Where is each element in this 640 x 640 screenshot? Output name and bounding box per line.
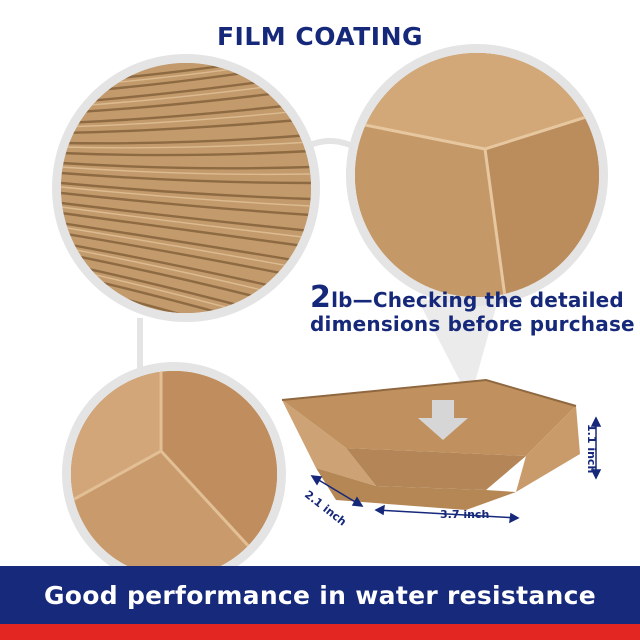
caption-line-2: dimensions before purchase [310,312,635,336]
stacked-trays-closeup [52,54,320,322]
corner-fold-image [355,53,599,297]
accent-stripe [0,624,640,640]
footer-banner: Good performance in water resistance [0,566,640,624]
size-caption: 2lb—Checking the detailed dimensions bef… [310,283,635,337]
corner-closeup [346,44,608,306]
caption-line-1-rest: lb—Checking the detailed [331,288,624,312]
inner-corner-closeup [62,362,286,586]
banner-text: Good performance in water resistance [43,580,596,610]
length-label: 3.7 inch [440,508,490,521]
caption-line-1: 2lb—Checking the detailed [310,283,635,313]
page-title: FILM COATING [216,22,424,51]
height-label: 1.1 inch [585,424,598,474]
stacked-layers-image [61,63,311,313]
paper-tray-image [281,378,602,524]
weight-number: 2 [310,280,332,315]
inner-fold-image [71,371,277,577]
